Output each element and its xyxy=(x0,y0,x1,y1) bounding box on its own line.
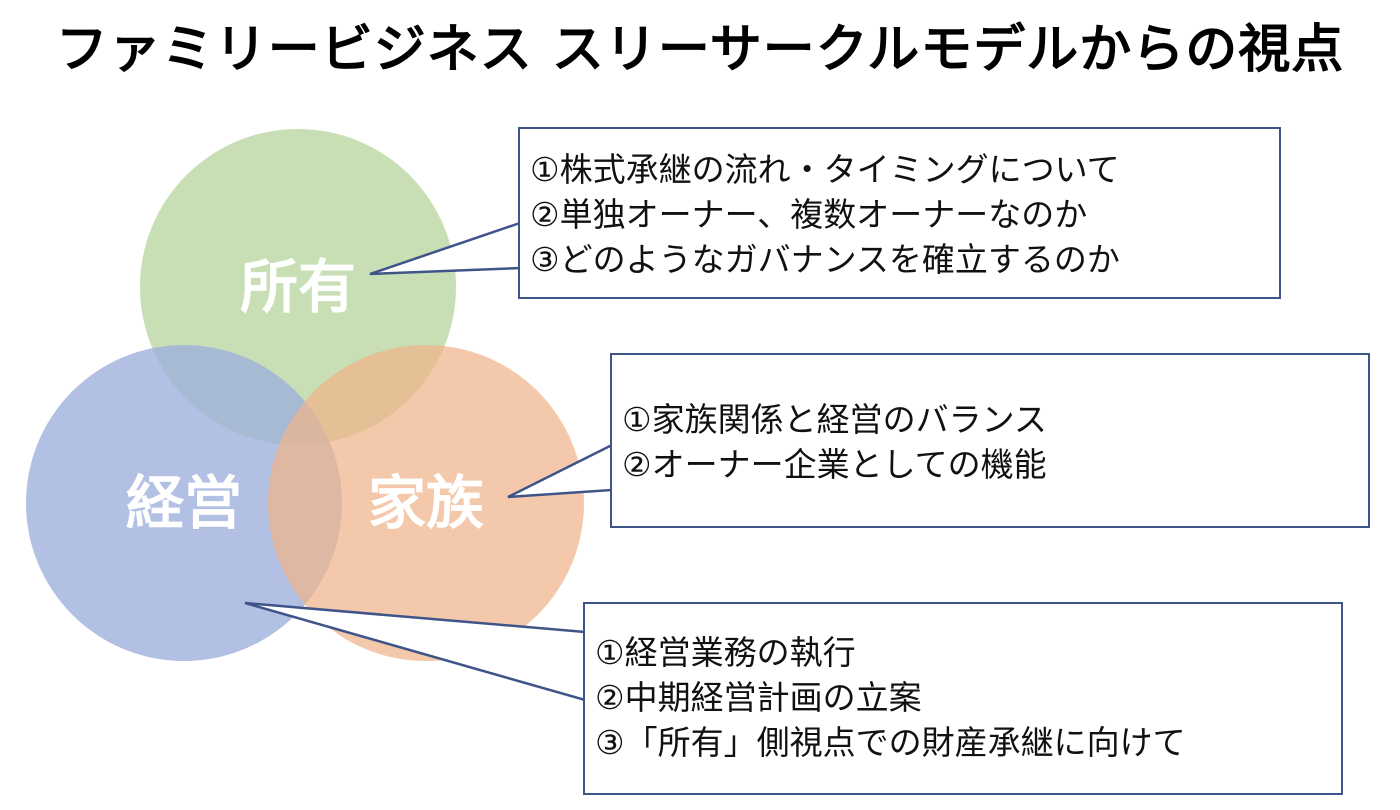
ownership-callout: ①株式承継の流れ・タイミングについて ②単独オーナー、複数オーナーなのか ③どの… xyxy=(518,127,1281,299)
callout-line: ①株式承継の流れ・タイミングについて xyxy=(530,150,1120,189)
callout-line: ③「所有」側視点での財産承継に向けて xyxy=(595,723,1186,762)
callout-line: ②中期経営計画の立案 xyxy=(595,678,922,717)
diagram-title: ファミリービジネス スリーサークルモデルからの視点 xyxy=(55,20,1345,80)
management-label: 経営 xyxy=(126,469,242,537)
callout-line: ②オーナー企業としての機能 xyxy=(622,445,1047,484)
ownership-label: 所有 xyxy=(240,253,356,321)
callout-line: ①経営業務の執行 xyxy=(595,633,856,672)
callout-line: ③どのようなガバナンスを確立するのか xyxy=(530,240,1120,279)
callout-line: ①家族関係と経営のバランス xyxy=(622,400,1047,439)
family-circle xyxy=(268,345,584,661)
family-callout: ①家族関係と経営のバランス ②オーナー企業としての機能 xyxy=(610,353,1370,528)
management-circle xyxy=(26,345,342,661)
management-callout: ①経営業務の執行 ②中期経営計画の立案 ③「所有」側視点での財産承継に向けて xyxy=(583,602,1343,795)
family-label: 家族 xyxy=(368,469,484,537)
callout-line: ②単独オーナー、複数オーナーなのか xyxy=(530,195,1088,234)
